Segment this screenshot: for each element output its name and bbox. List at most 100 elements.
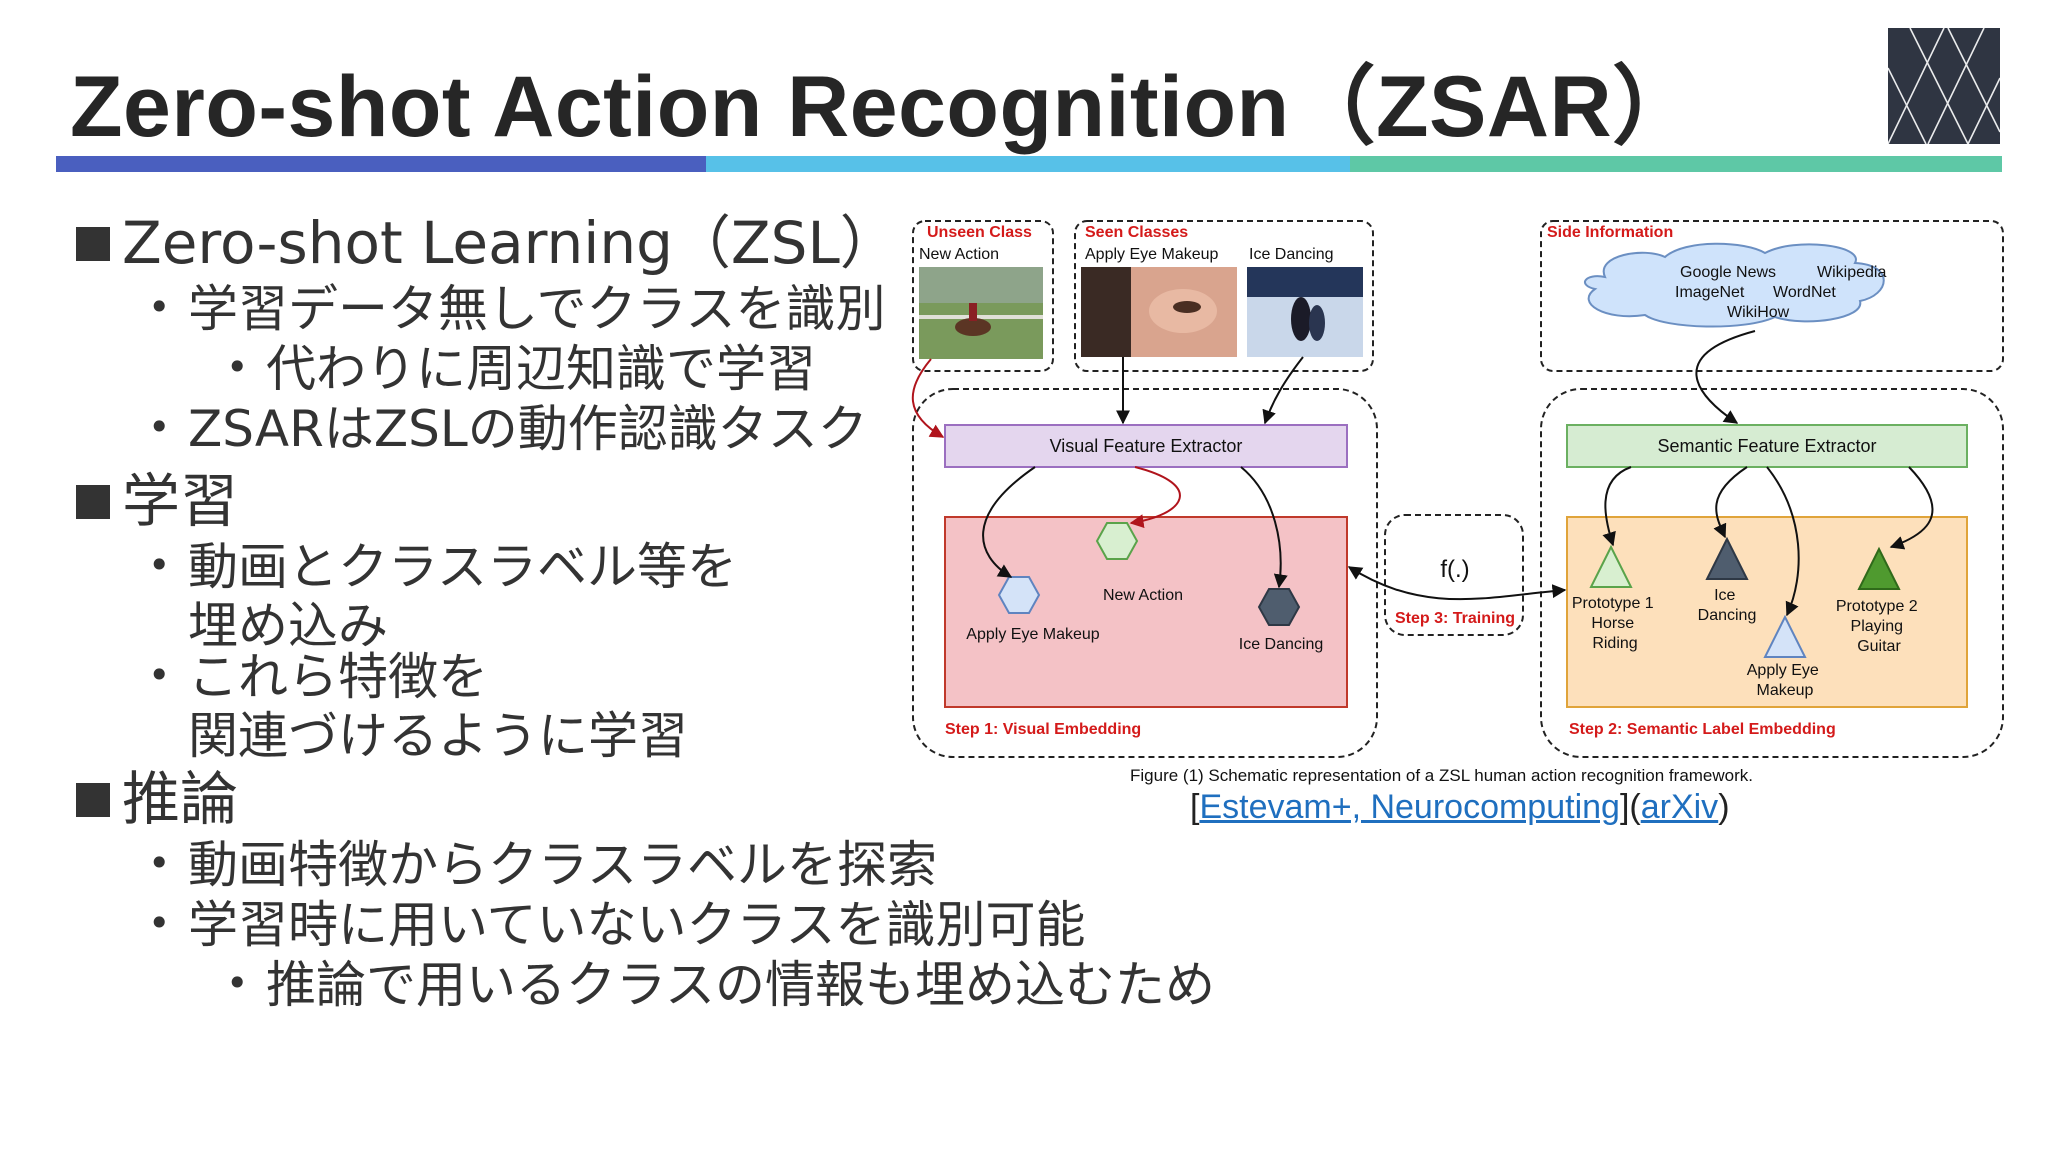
dot-bullet-icon: •	[148, 653, 171, 697]
dot-bullet-icon: •	[226, 961, 249, 1005]
square-bullet-icon	[76, 485, 110, 519]
prototype-1-label-line-2: Horse	[1591, 615, 1634, 632]
bullet-zsl-text: Zero-shot Learning（ZSL）	[122, 209, 898, 277]
apply-eye-makeup-prototype-node	[1763, 614, 1807, 658]
bullet-zsl-item-2: • ZSARはZSLの動作認識タスク	[148, 400, 868, 459]
ice-dancing-thumbnail	[1247, 267, 1363, 357]
extractor-to-ice-dancing-arrow	[1240, 466, 1288, 589]
horse-riding-thumbnail	[919, 267, 1043, 359]
side-source-wikihow: WikiHow	[1727, 304, 1790, 321]
citation-bracket-close: )	[1718, 788, 1730, 826]
side-source-wordnet: WordNet	[1773, 284, 1836, 301]
title-rule-segment-3	[1350, 156, 2002, 172]
apply-eye-makeup-prototype-label-line-2: Makeup	[1757, 682, 1814, 699]
apply-eye-makeup-prototype-label-line-1: Apply Eye	[1747, 662, 1819, 679]
dot-bullet-icon: •	[226, 345, 249, 389]
eye-makeup-thumbnail	[1081, 267, 1237, 357]
prototype-1-label: Prototype 1 Horse Riding	[1572, 595, 1658, 652]
seen-class-label-ice-dancing: Ice Dancing	[1249, 246, 1334, 263]
ice-dancing-to-extractor-arrow	[1262, 356, 1304, 425]
bullet-inference-item-2: • 学習時に用いていないクラスを識別可能	[148, 896, 1086, 955]
bullet-zsl-item-1: • 学習データ無しでクラスを識別	[148, 280, 886, 339]
ice-dancing-node	[1257, 588, 1301, 626]
side-info-to-extractor-arrow	[1695, 330, 1756, 424]
prototype-2-label-line-2: Playing	[1851, 618, 1903, 635]
prototype-1-label-line-1: Prototype 1	[1572, 595, 1654, 612]
prototype-2-label: Prototype 2 Playing Guitar	[1836, 598, 1922, 655]
square-bullet-icon	[76, 227, 110, 261]
extractor-to-eye-makeup-arrow	[982, 466, 1036, 578]
ice-dancing-prototype-node	[1705, 536, 1749, 580]
citation-bracket-open: [	[1190, 788, 1200, 826]
bullet-inference-item-2-sub-text: 推論で用いるクラスの情報も埋め込むため	[266, 956, 1215, 1014]
dot-bullet-icon: •	[148, 841, 171, 885]
ice-dancing-prototype-label-line-1: Ice	[1714, 587, 1735, 604]
new-action-node	[1095, 522, 1139, 560]
step-2-label: Step 2: Semantic Label Embedding	[1569, 721, 1836, 738]
bullet-learning: 学習	[76, 467, 239, 535]
bullet-learning-text: 学習	[122, 467, 239, 535]
apply-eye-makeup-node	[997, 576, 1041, 614]
bullet-inference-item-1: • 動画特徴からクラスラベルを探索	[148, 836, 937, 895]
ice-dancing-prototype-label: Ice Dancing	[1698, 587, 1757, 624]
bullet-learning-item-2-line-1: これら特徴を	[188, 648, 488, 706]
semantic-feature-extractor-label: Semantic Feature Extractor	[1657, 436, 1876, 456]
bullet-zsl-item-1-sub-text: 代わりに周辺知識で学習	[266, 340, 816, 398]
logo	[1888, 28, 2000, 144]
dot-bullet-icon: •	[148, 901, 171, 945]
prototype-2-label-line-3: Guitar	[1857, 638, 1901, 655]
bullet-inference-item-1-text: 動画特徴からクラスラベルを探索	[188, 836, 937, 894]
new-action-node-label: New Action	[1103, 587, 1183, 604]
bullet-inference: 推論	[76, 765, 239, 833]
bullet-learning-item-1-line-2: 埋め込み	[188, 597, 388, 655]
dot-bullet-icon: •	[148, 285, 171, 329]
prototype-2-label-line-1: Prototype 2	[1836, 598, 1918, 615]
unseen-class-label: New Action	[919, 246, 999, 263]
step-1-label: Step 1: Visual Embedding	[945, 721, 1141, 738]
square-bullet-icon	[76, 783, 110, 817]
bullet-inference-text: 推論	[122, 765, 239, 833]
citation-bracket-mid: ](	[1619, 788, 1641, 826]
bullet-inference-item-2-sub: • 推論で用いるクラスの情報も埋め込むため	[226, 956, 1215, 1015]
bullet-learning-item-1: • 動画とクラスラベル等を 埋め込み	[148, 538, 737, 656]
bullet-learning-item-1-line-1: 動画とクラスラベル等を	[188, 538, 737, 596]
side-information-box	[1540, 220, 2004, 372]
side-information-cloud	[1583, 242, 1885, 328]
visual-feature-extractor-label: Visual Feature Extractor	[1050, 436, 1243, 456]
training-mapping-arrow	[1347, 566, 1567, 601]
prototype-1-node	[1589, 544, 1633, 588]
unseen-to-extractor-arrow	[911, 358, 945, 438]
ice-dancing-prototype-label-line-2: Dancing	[1698, 607, 1757, 624]
step-3-label: Step 3: Training	[1395, 610, 1515, 627]
dot-bullet-icon: •	[148, 405, 171, 449]
figure-caption: Figure (1) Schematic representation of a…	[1130, 766, 1753, 785]
bullet-learning-item-2-line-2: 関連づけるように学習	[188, 707, 688, 765]
ice-dancing-node-label: Ice Dancing	[1239, 636, 1324, 653]
side-information-title: Side Information	[1547, 224, 1673, 241]
title-rule-segment-1	[56, 156, 706, 172]
extractor-to-prototype-1-arrow	[1602, 466, 1632, 547]
bullet-inference-item-2-text: 学習時に用いていないクラスを識別可能	[188, 896, 1086, 954]
seen-class-label-eye-makeup: Apply Eye Makeup	[1085, 246, 1219, 263]
bullet-learning-item-2: • これら特徴を 関連づけるように学習	[148, 648, 688, 766]
side-source-wikipedia: Wikipedia	[1817, 264, 1886, 281]
zsar-framework-figure: Unseen Class New Action Seen Classes App…	[911, 220, 2004, 785]
extractor-to-new-action-arrow	[1129, 466, 1181, 529]
title-rule-segment-2	[706, 156, 1350, 172]
citation: [Estevam+, Neurocomputing](arXiv)	[1190, 788, 1730, 827]
citation-arxiv-link[interactable]: arXiv	[1640, 788, 1719, 826]
bullet-zsl-item-1-sub: • 代わりに周辺知識で学習	[226, 340, 816, 399]
citation-paper-link[interactable]: Estevam+, Neurocomputing	[1199, 788, 1620, 826]
semantic-feature-extractor	[1566, 424, 1968, 468]
bullet-zsl: Zero-shot Learning（ZSL）	[76, 209, 898, 277]
prototype-2-node	[1857, 546, 1901, 590]
prototype-1-label-line-3: Riding	[1592, 635, 1637, 652]
side-source-imagenet: ImageNet	[1675, 284, 1745, 301]
side-source-google-news: Google News	[1680, 264, 1776, 281]
flow-arrows	[911, 330, 1934, 617]
bullet-zsl-item-1-text: 学習データ無しでクラスを識別	[188, 280, 886, 338]
seen-classes-box	[1074, 220, 1374, 372]
extractor-to-eye-prototype-arrow	[1766, 466, 1800, 617]
bullet-zsl-item-2-text: ZSARはZSLの動作認識タスク	[188, 400, 868, 458]
dot-bullet-icon: •	[148, 543, 171, 587]
